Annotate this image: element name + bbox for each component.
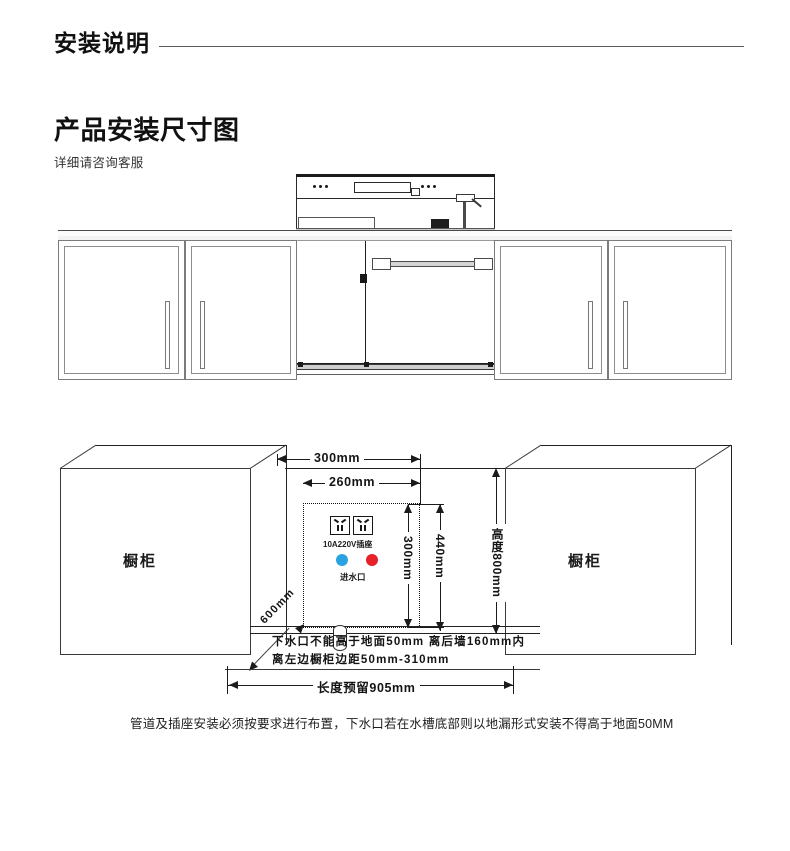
handle-cap-left: [372, 258, 391, 270]
cabinet-top-back-edge: [96, 445, 286, 446]
cabinet-left-label: 橱柜: [123, 553, 158, 570]
dim-ext-top: [408, 504, 444, 505]
appliance-plinth: [296, 364, 495, 370]
cabinet-right-2: [608, 240, 732, 380]
dim-arrow-right: [411, 455, 420, 463]
cabinet-knob-icon: [360, 274, 367, 283]
appliance-body: [296, 240, 495, 364]
dim-ext-left: [277, 454, 278, 466]
note-line-2: 离左边橱柜边距50mm-310mm: [272, 654, 450, 666]
power-socket-right-icon: [353, 516, 373, 535]
cabinet-front-face: [60, 468, 251, 655]
faucet-stem-icon: [463, 200, 466, 228]
dim-ext-right: [420, 454, 421, 504]
faucet-head-icon: [456, 194, 475, 202]
base-line: [225, 669, 540, 670]
dim-arrow-right: [504, 681, 513, 689]
installation-dimension-diagram: 橱柜 橱柜 10A220V插座 进水口: [0, 420, 790, 720]
cabinet-handle: [623, 301, 628, 369]
installation-zone-outline: [303, 503, 420, 628]
dim-arrow-down: [492, 625, 500, 634]
soap-dispenser-icon: [431, 219, 449, 228]
deck-button-icon: [411, 188, 420, 196]
appliance-plinth-shadow: [296, 370, 495, 375]
cabinet-left-1: [58, 240, 185, 380]
display-window: [354, 182, 411, 193]
dim-arrow-left: [303, 479, 312, 487]
drain-pipe-line: [333, 635, 347, 636]
dim-arrow-down: [436, 622, 444, 631]
cabinet-top-edge-left: [59, 444, 97, 469]
cabinet-handle: [200, 301, 205, 369]
note-line-1: 下水口不能高于地面50mm 离后墙160mm内: [272, 636, 526, 648]
socket-caption: 10A220V插座: [323, 540, 373, 549]
header-divider: [159, 46, 744, 47]
drain-pipe-icon: [333, 625, 347, 651]
cabinet-top-back-edge: [541, 445, 731, 446]
cabinet-left-3d: 橱柜: [59, 440, 287, 690]
appliance-unit: [296, 174, 495, 386]
section-subheading: 详细请咨询客服: [54, 156, 144, 170]
sink-basin: [298, 217, 375, 228]
cabinet-top-edge-right: [694, 444, 732, 469]
leveling-foot-left: [298, 362, 303, 367]
page-title: 安装说明: [54, 30, 150, 56]
appliance-divider: [365, 240, 366, 364]
dim-label-cabinet-height: 高度800mm: [489, 524, 506, 602]
cabinet-right-3d: 橱柜: [504, 440, 735, 690]
cabinet-side-back: [286, 445, 287, 645]
dim-ext-bottom: [408, 627, 444, 628]
cabinet-handle: [165, 301, 170, 369]
dim-arrow-left: [229, 681, 238, 689]
control-panel: [296, 177, 495, 199]
water-inlet-caption: 进水口: [340, 572, 366, 582]
section-heading: 产品安装尺寸图: [54, 115, 240, 145]
control-dots-right: [421, 185, 436, 188]
cabinet-side-back: [731, 445, 732, 645]
dim-ext-right-length: [513, 666, 514, 694]
leveling-foot-mid: [364, 362, 369, 367]
dim-arrow-right: [411, 479, 420, 487]
appliance-top-edge: [296, 174, 495, 177]
dishwasher-handle: [378, 261, 481, 267]
cabinet-door: [191, 246, 291, 374]
cabinet-front-face: [505, 468, 696, 655]
floor-line-front: [250, 626, 540, 627]
footer-note: 管道及插座安装必须按要求进行布置，下水口若在水槽底部则以地漏形式安装不得高于地面…: [130, 717, 674, 731]
control-dots-left: [313, 185, 328, 188]
hot-water-inlet-icon: [366, 554, 378, 566]
dim-arrow-up: [436, 504, 444, 513]
dim-arrow-left: [277, 455, 286, 463]
countertop-edge: [58, 236, 732, 241]
cabinet-right-1: [494, 240, 608, 380]
power-socket-left-icon: [330, 516, 350, 535]
handle-cap-right: [474, 258, 493, 270]
dim-arrow-down: [404, 619, 412, 628]
dim-arrow-up: [492, 468, 500, 477]
leveling-foot-right: [488, 362, 493, 367]
floor-line-front-2: [250, 633, 540, 634]
dim-label-length: 长度预留905mm: [313, 677, 420, 696]
cabinet-right-label: 橱柜: [568, 553, 603, 570]
cabinet-door: [500, 246, 602, 374]
dim-label-height-inner: 300mm: [401, 532, 415, 585]
dim-label-width-inner: 260mm: [325, 475, 380, 489]
cabinet-door: [614, 246, 726, 374]
cabinet-handle: [588, 301, 593, 369]
cold-water-inlet-icon: [336, 554, 348, 566]
cabinet-door: [64, 246, 179, 374]
gap-back-wall-line: [285, 468, 505, 469]
page-header: 安装说明: [54, 24, 744, 58]
dim-label-width-outer: 300mm: [310, 451, 365, 465]
dim-ext-left-length: [227, 666, 228, 694]
kitchen-elevation-diagram: [0, 168, 790, 398]
cabinet-top-edge-left: [504, 444, 542, 469]
dim-label-height-outer: 440mm: [433, 530, 447, 583]
cabinet-left-2: [185, 240, 297, 380]
dim-arrow-up: [404, 504, 412, 513]
